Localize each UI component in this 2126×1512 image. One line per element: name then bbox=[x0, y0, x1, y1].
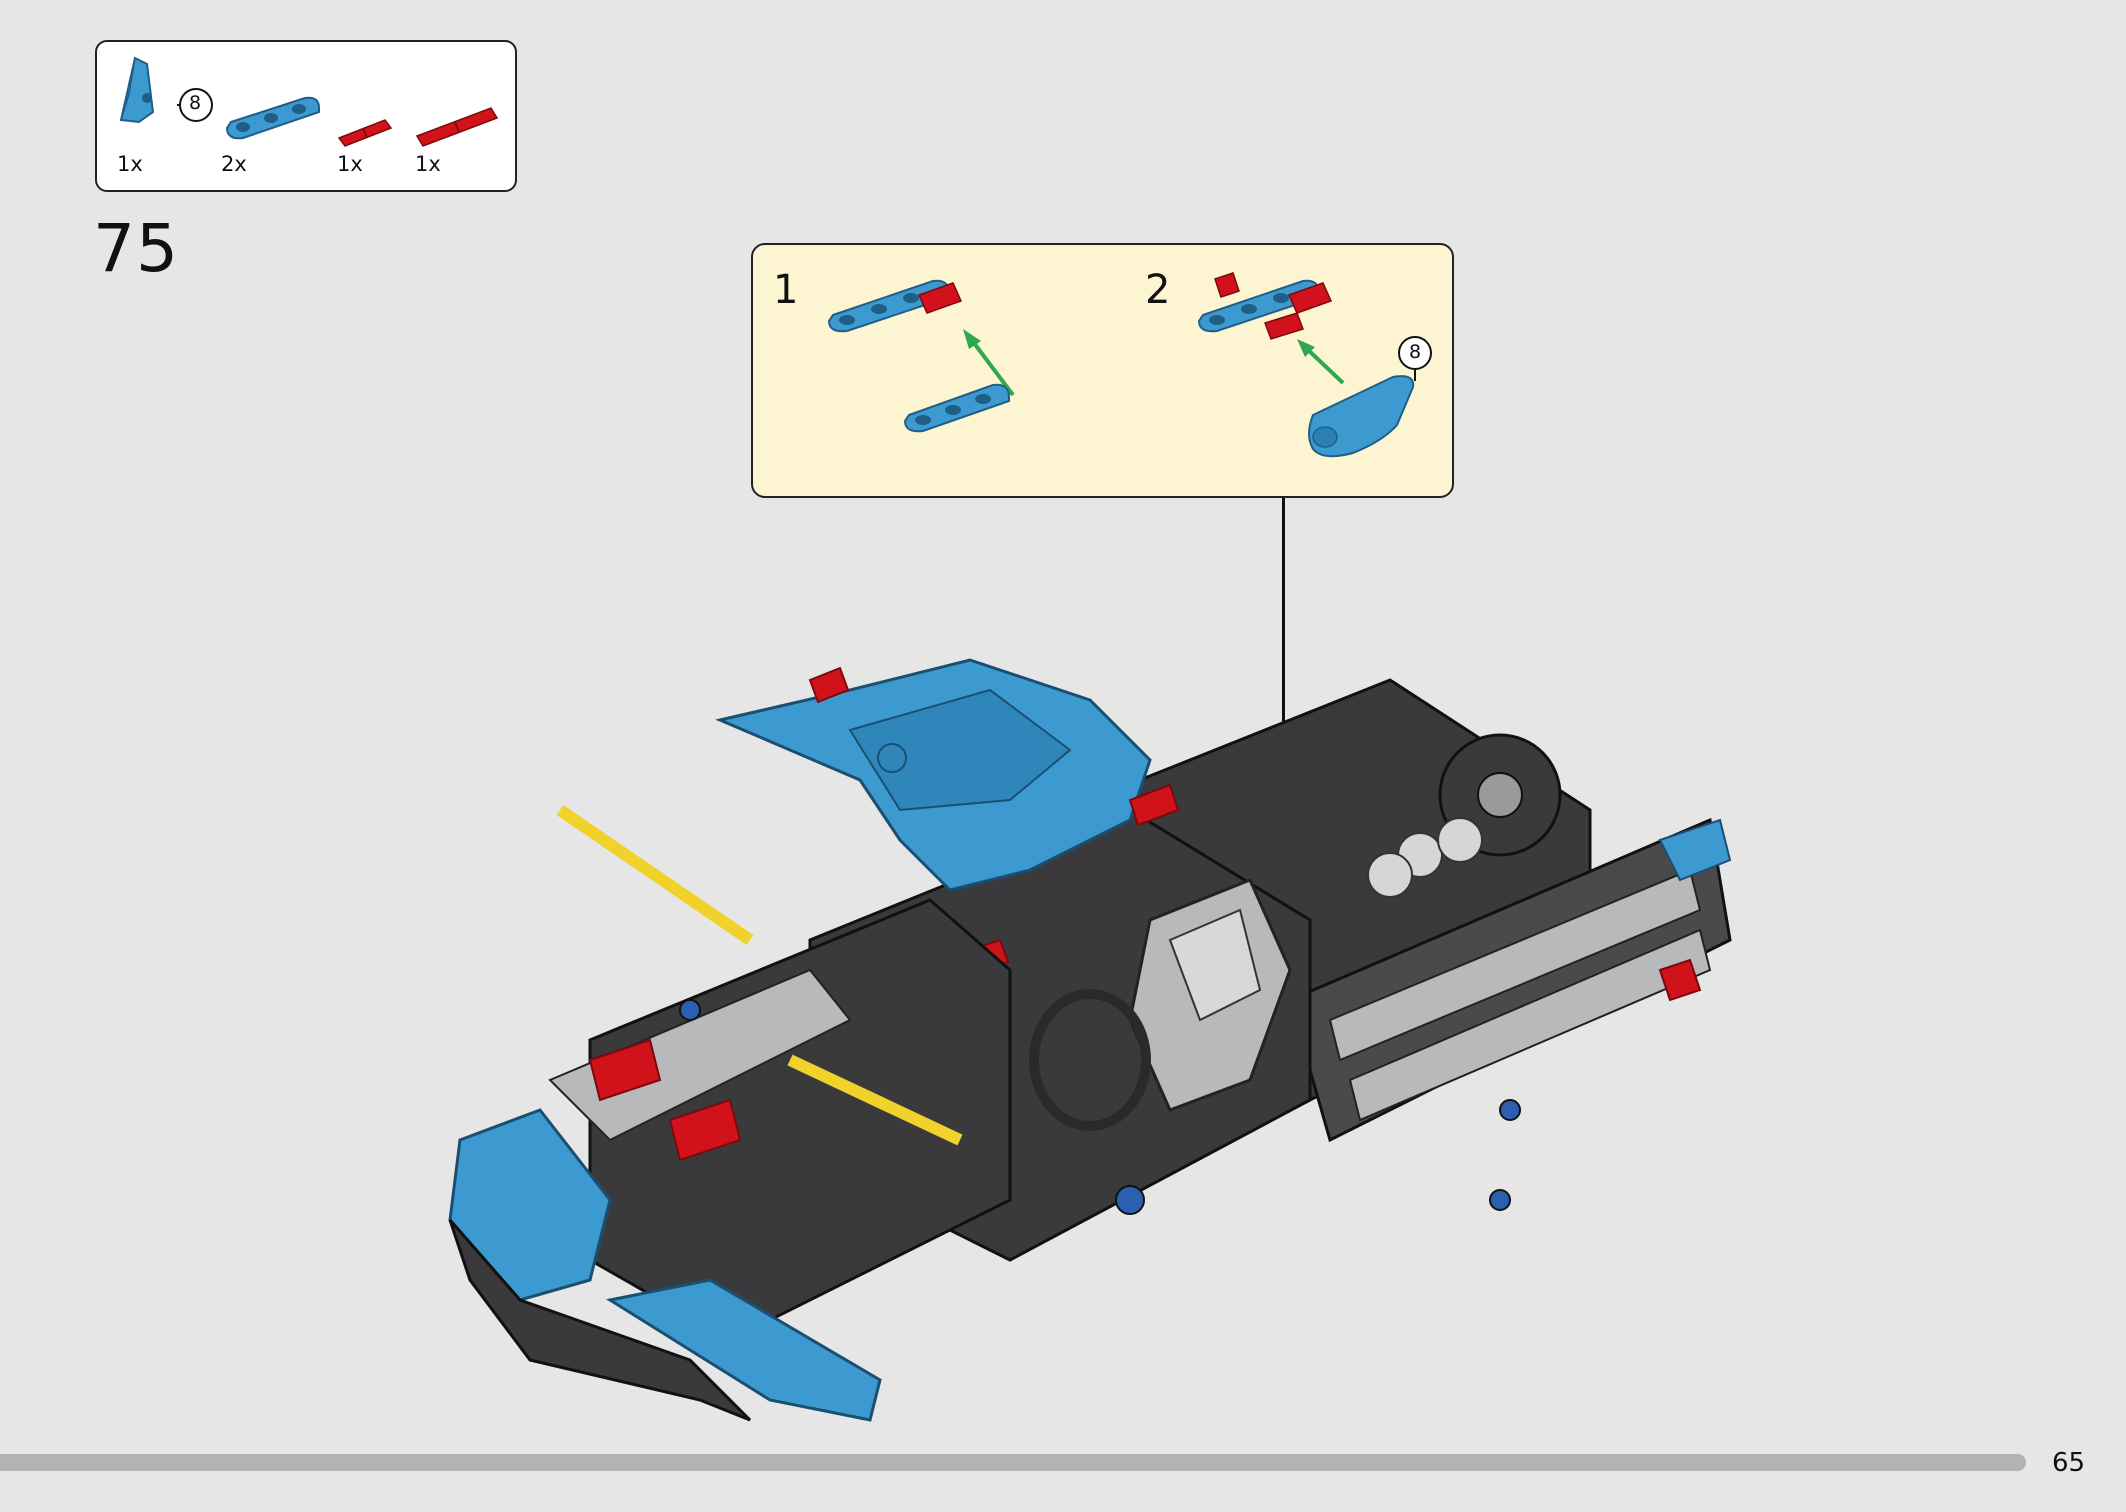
step-number: 75 bbox=[93, 210, 179, 287]
parts-list: 8 1x 2x 1x 1x bbox=[95, 40, 517, 192]
substep-2-count-badge-icon bbox=[1398, 336, 1432, 381]
red-pin-long-qty: 1x bbox=[415, 152, 441, 176]
panel-count-badge-label: 8 bbox=[189, 92, 202, 114]
model-illustration bbox=[448, 658, 1732, 1422]
substep-2-illustration bbox=[1197, 272, 1415, 458]
callout-pointer-line bbox=[1282, 498, 1285, 760]
substep-2-number: 2 bbox=[1145, 267, 1171, 313]
progress-bar bbox=[0, 1454, 2026, 1471]
red-pin-short-icon bbox=[337, 119, 393, 147]
beam-qty: 2x bbox=[221, 152, 247, 176]
panel-qty: 1x bbox=[117, 152, 143, 176]
sub-assembly-callout: 1 2 8 bbox=[751, 243, 1454, 498]
count-badge-icon bbox=[177, 88, 213, 122]
substep-1-number: 1 bbox=[773, 267, 799, 313]
page-number: 65 bbox=[2052, 1448, 2086, 1478]
beam-part-icon bbox=[225, 96, 320, 140]
substep-2-count-badge-label: 8 bbox=[1409, 341, 1422, 363]
red-pin-short-qty: 1x bbox=[337, 152, 363, 176]
panel-part-icon bbox=[119, 56, 155, 124]
red-pin-long-icon bbox=[415, 107, 499, 147]
substep-1-illustration bbox=[827, 279, 1015, 433]
